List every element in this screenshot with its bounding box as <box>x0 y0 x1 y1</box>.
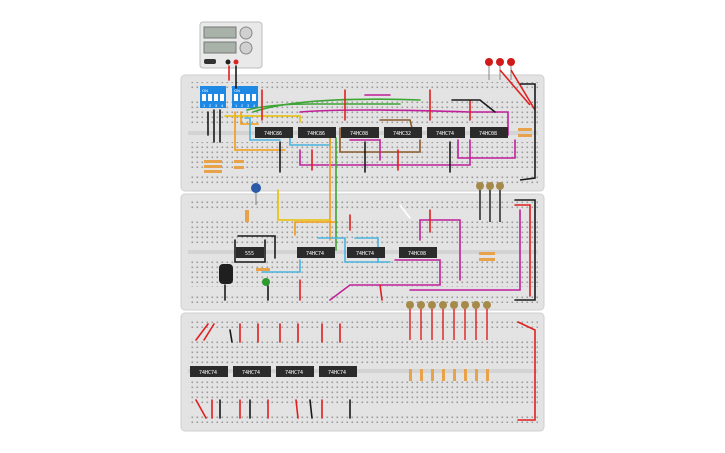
chip-bottom-4[interactable]: 74HC74 <box>319 366 357 377</box>
psu-terminal-negative[interactable] <box>225 59 231 65</box>
dip-switch-2-pos-3: 3 <box>247 103 250 108</box>
chip-middle-3[interactable]: 74HC74 <box>347 247 385 258</box>
dip-switch-1-label: ON <box>202 88 208 93</box>
psu-knob-2[interactable] <box>239 41 253 55</box>
wires-middle <box>224 189 536 301</box>
chip-middle-1-label: 555 <box>245 251 254 257</box>
led-green <box>262 278 270 286</box>
chips-top-board: 74HC86 74HC86 74HC08 74HC32 74HC74 74HC0… <box>255 127 508 138</box>
chip-top-2-label: 74HC86 <box>307 131 325 137</box>
capacitor-blue <box>251 183 261 205</box>
dip-switch-2-label: ON <box>234 88 240 93</box>
chip-middle-3-label: 74HC74 <box>356 251 374 257</box>
chip-top-4-label: 74HC32 <box>393 131 411 137</box>
chip-bottom-2-label: 74HC74 <box>242 370 260 376</box>
resistors-top <box>204 128 532 173</box>
dip-switch-2-pos-4: 4 <box>253 103 256 108</box>
psu-switch[interactable] <box>204 59 216 64</box>
chip-top-3[interactable]: 74HC08 <box>341 127 379 138</box>
resistors-middle <box>245 210 495 271</box>
dip-switch-2-pos-1: 1 <box>235 103 238 108</box>
chip-top-6-label: 74HC08 <box>479 131 497 137</box>
leds-amber-top <box>476 182 504 222</box>
chip-bottom-4-label: 74HC74 <box>328 370 346 376</box>
chip-top-4[interactable]: 74HC32 <box>384 127 422 138</box>
dip-switch-1-pos-3: 3 <box>215 103 218 108</box>
resistors-bottom <box>409 369 489 381</box>
chips-bottom-board: 74HC74 74HC74 74HC74 74HC74 <box>190 366 357 377</box>
chips-middle-board: 555 74HC74 74HC74 74HC08 <box>236 247 437 258</box>
psu-display-2 <box>203 41 237 54</box>
dip-switch-1-pos-1: 1 <box>203 103 206 108</box>
chip-bottom-3[interactable]: 74HC74 <box>276 366 314 377</box>
dip-switch-1-pos-4: 4 <box>221 103 224 108</box>
dip-switch-2[interactable]: ON 1 2 3 4 <box>232 86 258 108</box>
chip-bottom-1[interactable]: 74HC74 <box>190 366 228 377</box>
wires-bottom <box>195 321 536 421</box>
chip-bottom-2[interactable]: 74HC74 <box>233 366 271 377</box>
chip-top-2[interactable]: 74HC86 <box>298 127 336 138</box>
wires-top <box>207 65 516 251</box>
chip-top-6[interactable]: 74HC08 <box>470 127 508 138</box>
chip-middle-4-label: 74HC08 <box>408 251 426 257</box>
dip-switch-1-pos-2: 2 <box>209 103 212 108</box>
chip-bottom-3-label: 74HC74 <box>285 370 303 376</box>
power-supply[interactable] <box>199 21 263 69</box>
chip-middle-2[interactable]: 74HC74 <box>297 247 335 258</box>
chip-top-1[interactable]: 74HC86 <box>255 127 293 138</box>
chip-middle-1[interactable]: 555 <box>236 247 264 258</box>
leds-red <box>485 58 536 181</box>
led-red-3 <box>507 58 515 66</box>
chip-top-1-label: 74HC86 <box>264 131 282 137</box>
chip-top-5-label: 74HC74 <box>436 131 454 137</box>
capacitor-electrolytic <box>219 264 233 284</box>
psu-terminal-positive[interactable] <box>233 59 239 65</box>
chip-top-5[interactable]: 74HC74 <box>427 127 465 138</box>
psu-knob-1[interactable] <box>239 26 253 40</box>
leds-amber-bottom <box>406 301 491 340</box>
dip-switch-2-pos-2: 2 <box>241 103 244 108</box>
chip-top-3-label: 74HC08 <box>350 131 368 137</box>
psu-display-1 <box>203 26 237 39</box>
dip-switch-1[interactable]: ON 1 2 3 4 <box>200 86 226 108</box>
chip-middle-2-label: 74HC74 <box>306 251 324 257</box>
led-red-2 <box>496 58 504 66</box>
chip-bottom-1-label: 74HC74 <box>199 370 217 376</box>
breadboard-bottom[interactable] <box>180 312 545 432</box>
chip-middle-4[interactable]: 74HC08 <box>399 247 437 258</box>
led-red-1 <box>485 58 493 66</box>
